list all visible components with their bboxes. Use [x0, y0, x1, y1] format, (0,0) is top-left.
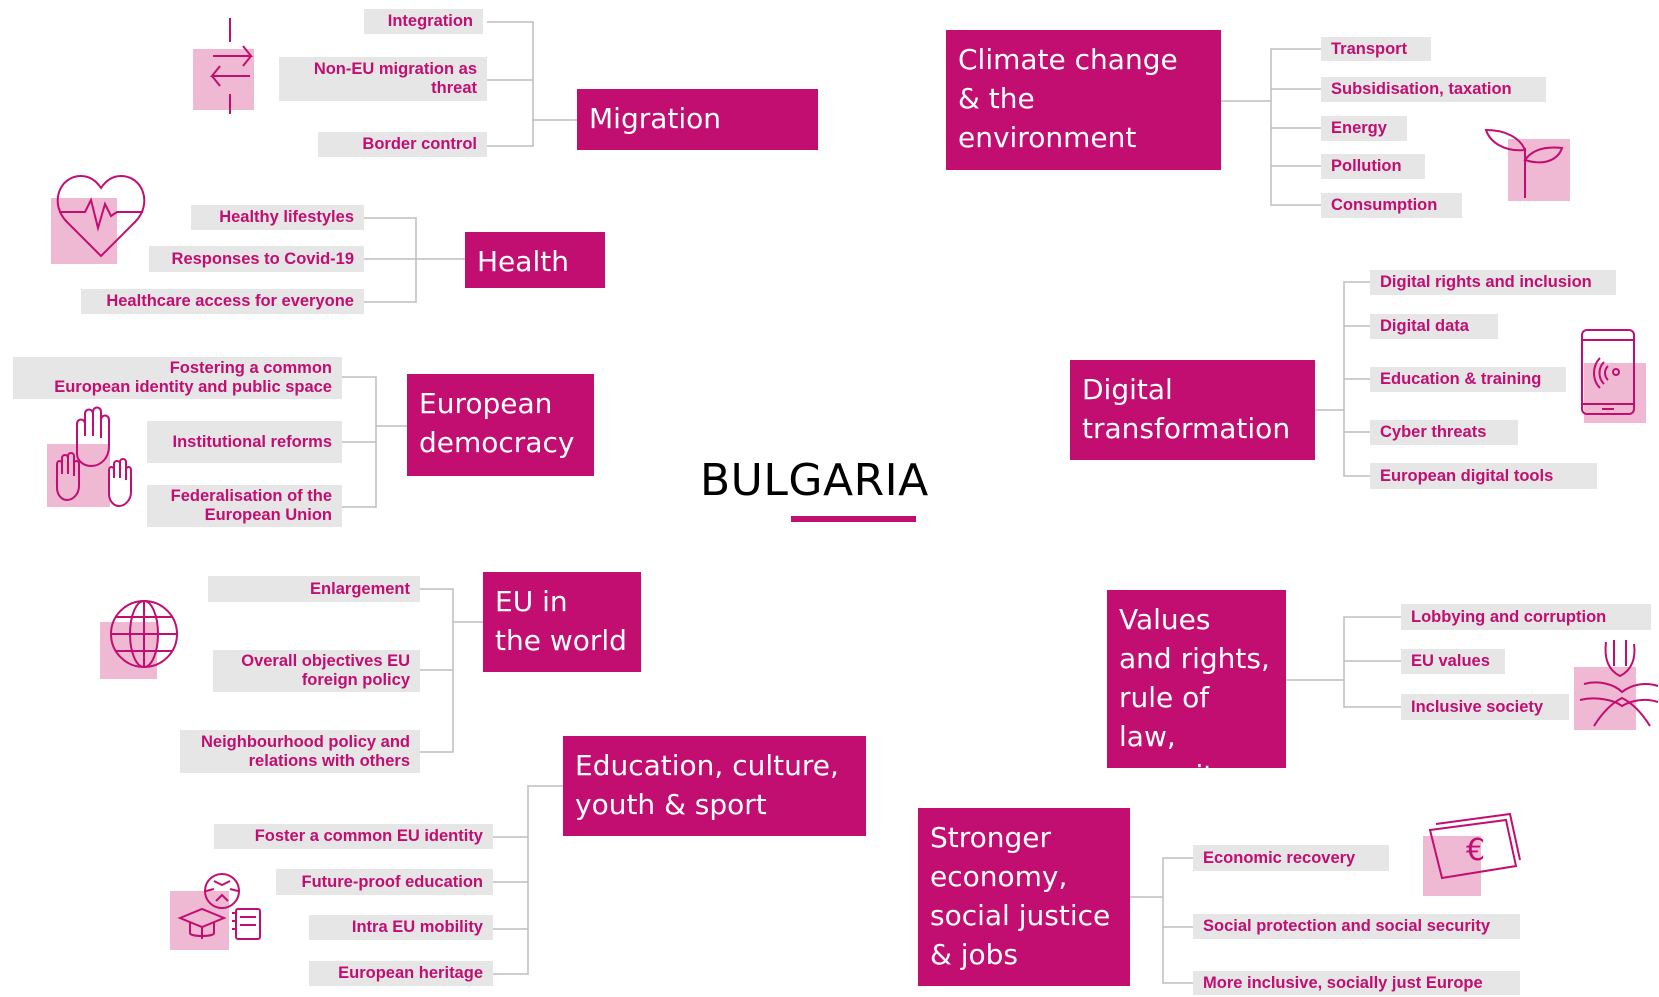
leaf-neighbourhood-policy: Neighbourhood policy and relations with … — [180, 730, 420, 773]
topic-education-culture: Education, culture, youth & sport — [563, 736, 866, 836]
leaf-cyber-threats: Cyber threats — [1370, 420, 1518, 445]
leaf-federalisation: Federalisation of the European Union — [147, 485, 342, 527]
leaf-pollution: Pollution — [1321, 154, 1425, 179]
leaf-digital-rights: Digital rights and inclusion — [1370, 270, 1616, 295]
topic-health: Health — [465, 232, 605, 288]
leaf-subsidisation-taxation: Subsidisation, taxation — [1321, 77, 1546, 102]
leaf-future-proof-education: Future-proof education — [276, 869, 493, 895]
leaf-social-protection: Social protection and social security — [1193, 914, 1520, 939]
leaf-digital-data: Digital data — [1370, 314, 1498, 339]
leaf-healthy-lifestyles: Healthy lifestyles — [191, 205, 364, 230]
joined-hands-icon — [1574, 640, 1659, 740]
arrows-icon — [193, 16, 263, 116]
leaf-eu-values: EU values — [1401, 649, 1505, 674]
title-underline — [791, 516, 916, 522]
raised-hands-icon — [47, 406, 142, 516]
leaf-energy: Energy — [1321, 116, 1407, 141]
leaf-border-control: Border control — [318, 132, 487, 157]
heartbeat-icon — [51, 170, 151, 270]
leaf-fostering-identity: Fostering a common European identity and… — [13, 357, 342, 399]
topic-values-rights: Values and rights, rule of law, security — [1107, 590, 1286, 792]
leaf-foreign-policy: Overall objectives EU foreign policy — [213, 650, 420, 692]
leaf-lobbying-corruption: Lobbying and corruption — [1401, 604, 1651, 630]
leaf-intra-eu-mobility: Intra EU mobility — [309, 915, 493, 940]
topic-stronger-economy: Stronger economy, social justice & jobs — [918, 808, 1130, 986]
topic-european-democracy: European democracy — [407, 374, 594, 476]
topic-digital-transformation: Digital transformation — [1070, 360, 1315, 460]
topic-migration: Migration — [577, 89, 818, 150]
graduation-ball-icon — [170, 873, 265, 958]
leaf-integration: Integration — [364, 9, 483, 34]
leaf-healthcare-access: Healthcare access for everyone — [81, 289, 364, 314]
topic-climate-change: Climate change & the environment — [946, 30, 1221, 170]
leaf-inclusive-europe: More inclusive, socially just Europe — [1193, 971, 1520, 995]
leaf-european-digital-tools: European digital tools — [1370, 463, 1597, 489]
euro-symbol: € — [1466, 833, 1485, 868]
leaf-enlargement: Enlargement — [208, 576, 420, 602]
country-title: BULGARIA — [700, 455, 929, 506]
leaf-european-heritage: European heritage — [309, 961, 493, 986]
leaf-covid-responses: Responses to Covid-19 — [149, 246, 364, 272]
sprout-icon — [1480, 108, 1575, 208]
leaf-consumption: Consumption — [1321, 193, 1462, 218]
smartphone-icon — [1580, 328, 1650, 433]
topic-eu-in-the-world: EU in the world — [483, 572, 641, 672]
leaf-non-eu-migration: Non-EU migration as threat — [279, 57, 487, 101]
leaf-economic-recovery: Economic recovery — [1193, 845, 1389, 871]
leaf-institutional-reforms: Institutional reforms — [147, 421, 342, 463]
leaf-education-training: Education & training — [1370, 367, 1566, 392]
leaf-common-eu-identity: Foster a common EU identity — [214, 824, 493, 849]
leaf-inclusive-society: Inclusive society — [1401, 694, 1569, 720]
leaf-transport: Transport — [1321, 37, 1431, 61]
euro-banknote-icon: € — [1420, 810, 1525, 905]
globe-icon — [100, 597, 185, 687]
